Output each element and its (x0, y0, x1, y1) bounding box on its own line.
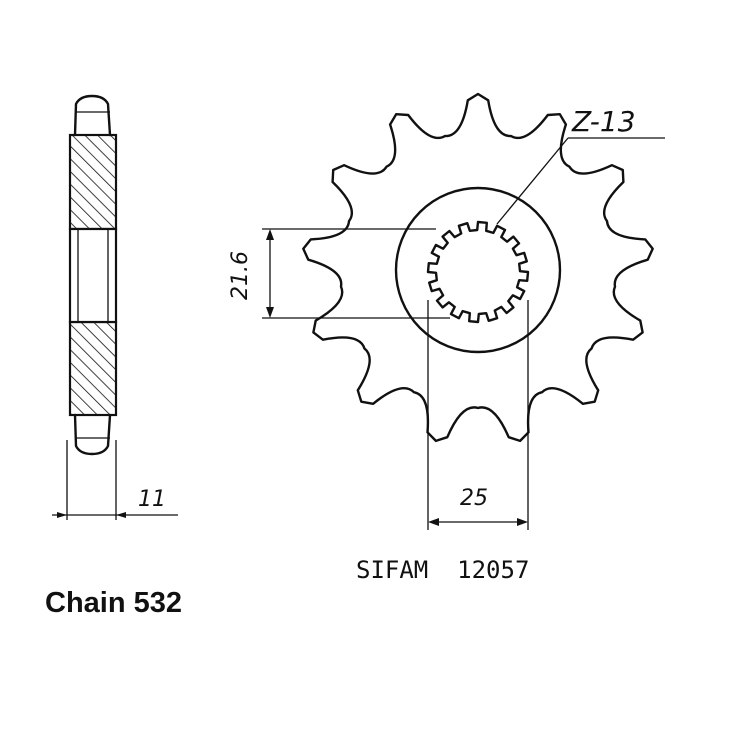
side-view-lower-tooth (73, 413, 112, 456)
thickness-label: 11 (138, 487, 166, 512)
hub-diameter-label: 25 (460, 486, 488, 511)
chain-label: Chain 532 (45, 587, 182, 619)
side-view-hub (68, 227, 118, 324)
hub-circle (394, 186, 562, 354)
front-view (302, 92, 654, 443)
manufacturer-code: SIFAM 12057 (356, 556, 529, 584)
side-view-upper-section (68, 133, 118, 231)
front-view-dimensions: 21.6 25 Z-13 (228, 105, 665, 530)
side-view-upper-tooth (73, 94, 112, 137)
tooth-count-label: Z-13 (571, 105, 636, 138)
side-view: 11 (52, 94, 178, 520)
tooth-count-leader (496, 137, 569, 225)
bore-diameter-label: 21.6 (228, 251, 253, 300)
sprocket-outline (302, 92, 654, 443)
splined-bore (426, 220, 530, 324)
side-view-lower-section (68, 320, 118, 417)
